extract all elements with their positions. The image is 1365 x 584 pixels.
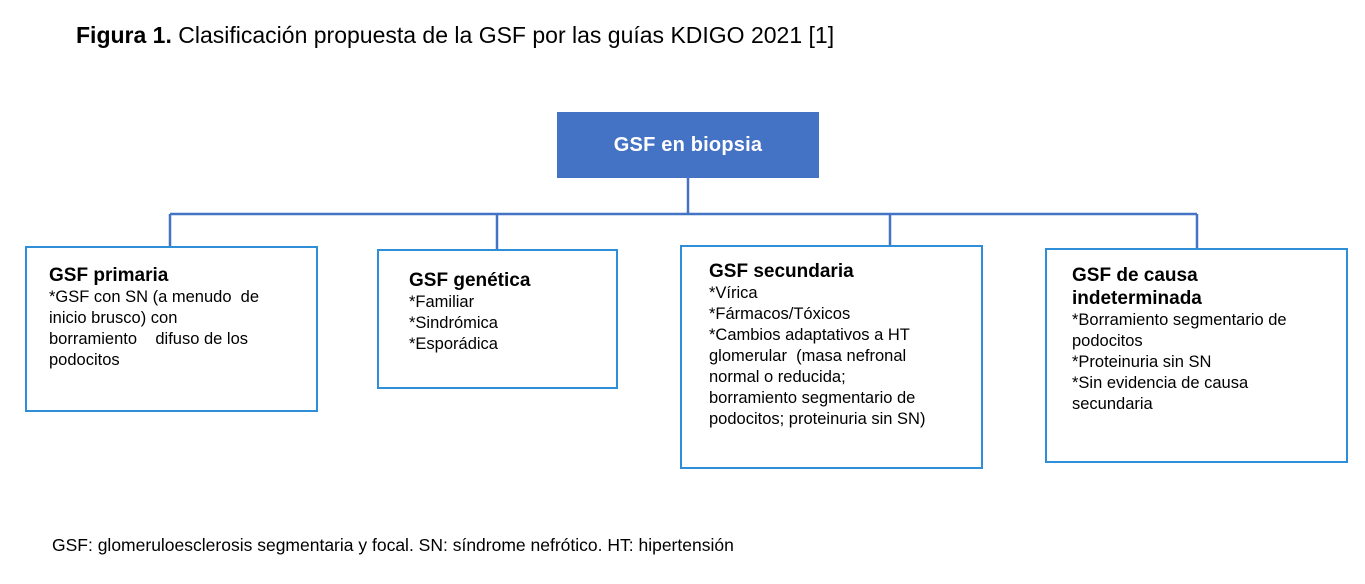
node-gsf-primaria-heading: GSF primaria [49,265,169,286]
node-gsf-causa-indeterminada-line-5: secundaria [1072,395,1153,413]
node-gsf-secundaria-line-1: *Vírica [709,284,758,302]
node-root-gsf-en-biopsia[interactable]: GSF en biopsia [557,112,819,178]
node-gsf-secundaria-line-5: normal o reducida; [709,368,846,386]
figure-footnote: GSF: glomeruloesclerosis segmentaria y f… [52,535,734,555]
node-gsf-primaria-line-1: *GSF con SN (a menudo de [49,288,260,306]
node-gsf-genetica-content: GSF genética *Familiar *Sindrómica *Espo… [379,251,616,355]
node-gsf-causa-indeterminada-line-4: *Sin evidencia de causa [1072,374,1249,392]
node-gsf-genetica-heading: GSF genética [409,270,531,291]
node-gsf-genetica-line-2: *Sindrómica [409,314,498,332]
node-gsf-causa-indeterminada-content: GSF de causa indeterminada *Borramiento … [1047,250,1346,415]
node-gsf-causa-indeterminada-line-1: *Borramiento segmentario de [1072,311,1287,329]
node-gsf-primaria-line-2: inicio brusco) con [49,309,178,327]
node-gsf-causa-indeterminada[interactable]: GSF de causa indeterminada *Borramiento … [1045,248,1348,463]
node-gsf-secundaria-line-4: glomerular (masa nefronal [709,347,907,365]
node-gsf-secundaria-content: GSF secundaria *Vírica *Fármacos/Tóxicos… [682,247,981,430]
node-gsf-primaria-content: GSF primaria *GSF con SN (a menudo de in… [27,248,316,371]
node-gsf-causa-indeterminada-heading-line-1: GSF de causa [1072,265,1198,286]
node-gsf-secundaria-line-3: *Cambios adaptativos a HT [709,326,910,344]
node-gsf-genetica-lines: *Familiar *Sindrómica *Esporádica [409,292,606,355]
node-gsf-causa-indeterminada-heading: GSF de causa indeterminada [1072,264,1338,310]
node-gsf-causa-indeterminada-lines: *Borramiento segmentario de podocitos *P… [1072,310,1338,415]
node-gsf-secundaria-lines: *Vírica *Fármacos/Tóxicos *Cambios adapt… [709,283,973,430]
figure-title: Figura 1. Clasificación propuesta de la … [76,20,834,50]
node-gsf-secundaria-line-2: *Fármacos/Tóxicos [709,305,851,323]
node-root-label: GSF en biopsia [613,133,763,156]
node-gsf-secundaria-heading: GSF secundaria [709,261,854,282]
figure-caption: Clasificación propuesta de la GSF por la… [171,22,835,48]
node-gsf-primaria[interactable]: GSF primaria *GSF con SN (a menudo de in… [25,246,318,412]
node-gsf-causa-indeterminada-line-3: *Proteinuria sin SN [1072,353,1212,371]
node-gsf-primaria-line-4: podocitos [49,351,120,369]
node-gsf-primaria-line-3: borramiento difuso de los [49,330,249,348]
node-gsf-causa-indeterminada-line-2: podocitos [1072,332,1143,350]
node-gsf-secundaria-line-6: borramiento segmentario de [709,389,916,407]
node-gsf-genetica-line-1: *Familiar [409,293,475,311]
node-gsf-secundaria-line-7: podocitos; proteinuria sin SN) [709,410,926,428]
node-gsf-causa-indeterminada-heading-line-2: indeterminada [1072,288,1202,309]
node-gsf-genetica[interactable]: GSF genética *Familiar *Sindrómica *Espo… [377,249,618,389]
node-gsf-genetica-line-3: *Esporádica [409,335,498,353]
node-gsf-secundaria[interactable]: GSF secundaria *Vírica *Fármacos/Tóxicos… [680,245,983,469]
node-gsf-primaria-lines: *GSF con SN (a menudo de inicio brusco) … [49,287,306,371]
figure-label: Figura 1. [76,22,172,48]
